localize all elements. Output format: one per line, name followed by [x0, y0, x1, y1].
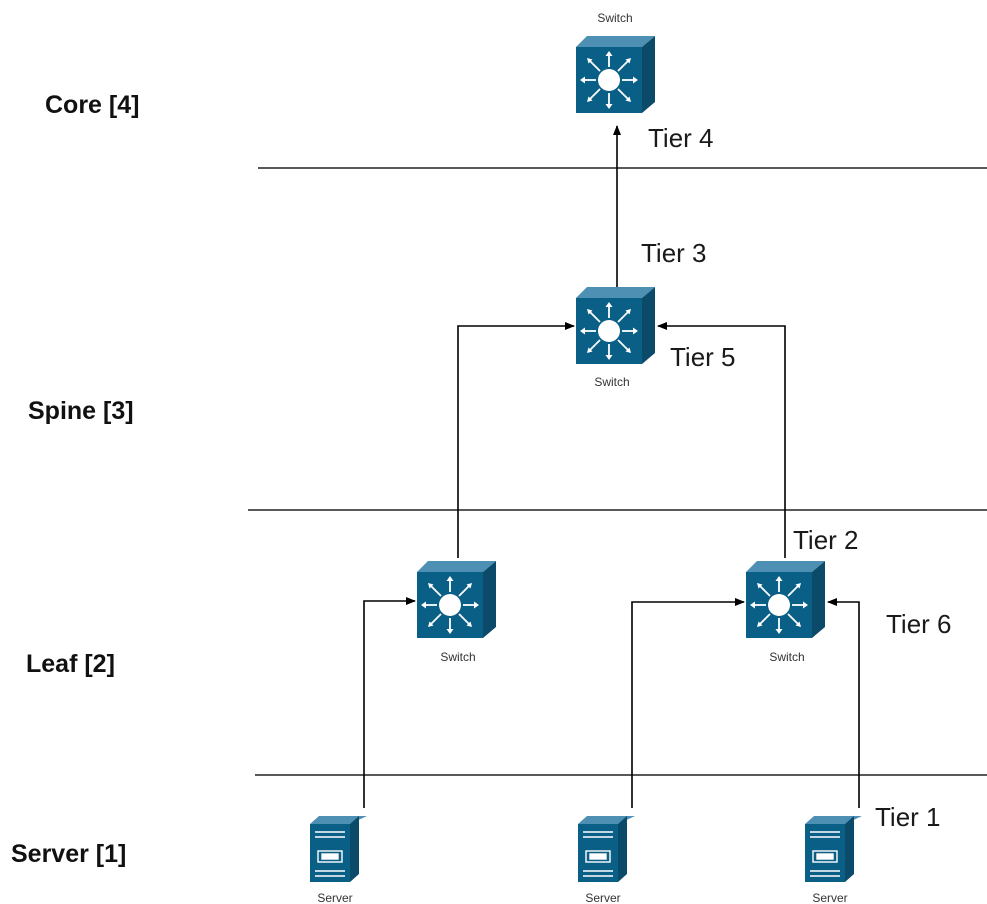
layer-separators: [248, 167, 987, 776]
switch-caption: Switch: [440, 650, 475, 664]
layer-label-server: Server [1]: [11, 840, 126, 868]
edge-leaf1-to-spine: [457, 322, 575, 558]
server-caption: Server: [812, 891, 847, 904]
spine-switch: Switch: [575, 286, 656, 389]
tier-label-5: Tier 5: [670, 342, 736, 372]
layer-label-leaf: Leaf [2]: [26, 650, 115, 678]
edge-server3-to-leaf2: [827, 598, 860, 808]
edge-server2-to-leaf2: [631, 598, 745, 808]
tier-label-3: Tier 3: [641, 238, 707, 268]
tier-label-4: Tier 4: [648, 123, 714, 153]
server-tower-icon: [804, 815, 863, 883]
server-caption: Server: [317, 891, 352, 904]
layer-label-core: Core [4]: [45, 91, 139, 119]
network-switch-icon: [745, 560, 826, 639]
core-switch: Switch: [575, 11, 656, 114]
leaf-switch-1: Switch: [416, 560, 497, 664]
server-3: Server: [804, 815, 863, 904]
server-tower-icon: [309, 815, 368, 883]
edge-leaf2-to-spine: [657, 322, 786, 558]
switch-caption: Switch: [597, 11, 632, 25]
server-tower-icon: [577, 815, 636, 883]
server-2: Server: [577, 815, 636, 904]
leaf-switch-2: Switch: [745, 560, 826, 664]
tier-label-2: Tier 2: [793, 525, 859, 555]
network-switch-icon: [416, 560, 497, 639]
tier-label-1: Tier 1: [875, 802, 941, 832]
layer-label-spine: Spine [3]: [28, 397, 134, 425]
tier-label-6: Tier 6: [886, 609, 952, 639]
server-1: Server: [309, 815, 368, 904]
switch-caption: Switch: [594, 375, 629, 389]
network-switch-icon: [575, 35, 656, 114]
switch-caption: Switch: [769, 650, 804, 664]
server-caption: Server: [585, 891, 620, 904]
edge-server1-to-leaf1: [363, 597, 416, 808]
connections: [363, 125, 860, 808]
network-switch-icon: [575, 286, 656, 365]
